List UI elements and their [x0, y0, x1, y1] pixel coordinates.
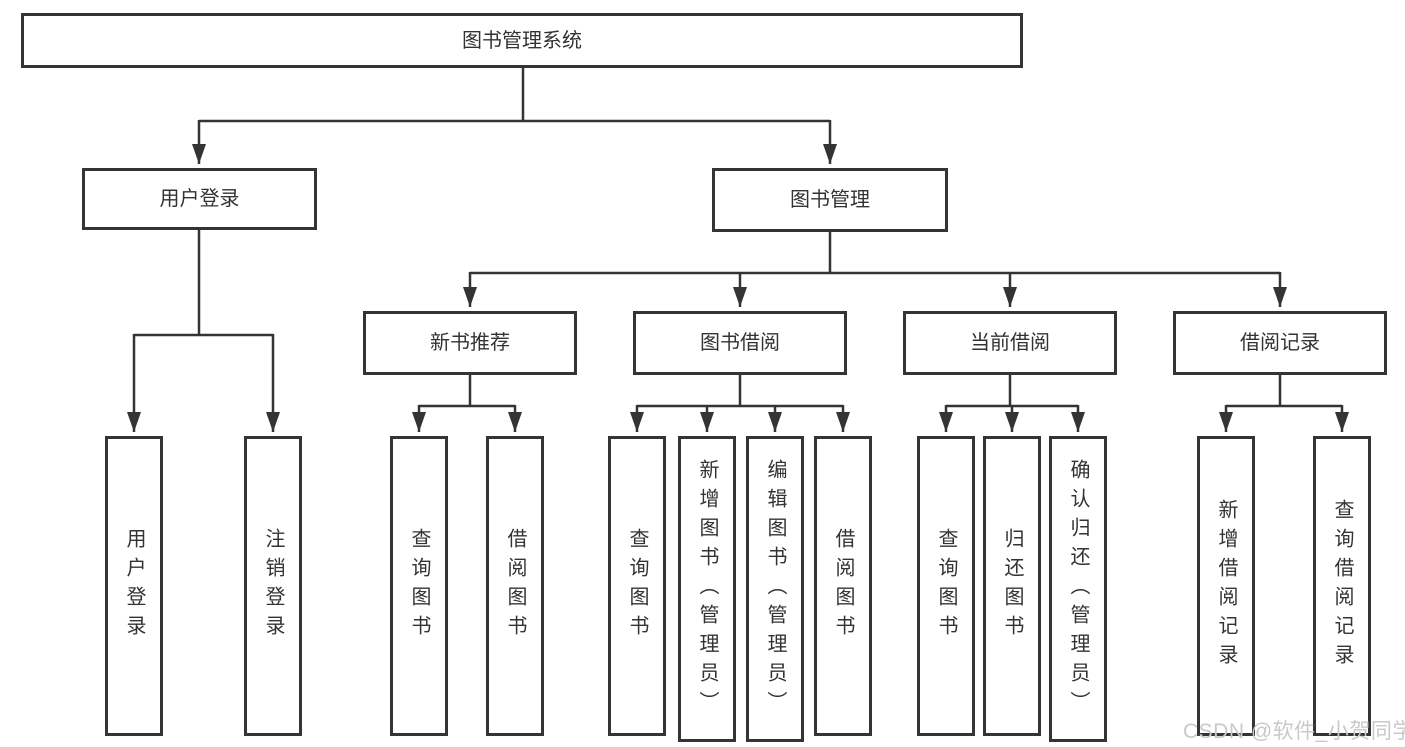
node-library-system: 图书管理系统 [21, 13, 1023, 68]
leaf-nbr-borrow-books: 借阅图书 [486, 436, 544, 736]
leaf-cb-return-books-label: 归还图书 [1001, 528, 1023, 644]
leaf-cb-query-books-label: 查询图书 [935, 528, 957, 644]
leaf-br-query-record-label: 查询借阅记录 [1331, 499, 1353, 673]
leaf-bb-query-books-label: 查询图书 [626, 528, 648, 644]
node-library-system-label: 图书管理系统 [462, 29, 582, 52]
node-new-book-recommend-label: 新书推荐 [430, 332, 510, 354]
leaf-br-query-record: 查询借阅记录 [1313, 436, 1371, 736]
leaf-logout-label: 注销登录 [262, 528, 284, 644]
leaf-br-add-record: 新增借阅记录 [1197, 436, 1255, 736]
node-user-login: 用户登录 [82, 168, 317, 230]
node-book-management-label: 图书管理 [790, 189, 870, 211]
leaf-user-login: 用户登录 [105, 436, 163, 736]
node-user-login-label: 用户登录 [159, 188, 240, 210]
leaf-bb-edit-books-admin: 编辑图书（管理员） [746, 436, 804, 742]
leaf-cb-return-books: 归还图书 [983, 436, 1041, 736]
node-book-management: 图书管理 [712, 168, 948, 232]
node-borrow-record-label: 借阅记录 [1240, 332, 1320, 354]
leaf-nbr-query-books: 查询图书 [390, 436, 448, 736]
leaf-nbr-query-books-label: 查询图书 [408, 528, 430, 644]
leaf-cb-query-books: 查询图书 [917, 436, 975, 736]
leaf-cb-confirm-return-admin: 确认归还（管理员） [1049, 436, 1107, 742]
leaf-bb-borrow-books: 借阅图书 [814, 436, 872, 736]
node-current-borrow-label: 当前借阅 [970, 332, 1050, 354]
node-borrow-record: 借阅记录 [1173, 311, 1387, 375]
leaf-cb-confirm-return-admin-label: 确认归还（管理员） [1067, 458, 1089, 720]
leaf-bb-edit-books-admin-label: 编辑图书（管理员） [764, 458, 786, 720]
leaf-user-login-label: 用户登录 [123, 528, 145, 644]
leaf-nbr-borrow-books-label: 借阅图书 [504, 528, 526, 644]
leaf-bb-query-books: 查询图书 [608, 436, 666, 736]
leaf-bb-add-books-admin-label: 新增图书（管理员） [696, 458, 718, 720]
watermark-text: CSDN @软件_小贺同学 [1183, 720, 1405, 743]
leaf-logout: 注销登录 [244, 436, 302, 736]
leaf-bb-borrow-books-label: 借阅图书 [832, 528, 854, 644]
leaf-bb-add-books-admin: 新增图书（管理员） [678, 436, 736, 742]
node-current-borrow: 当前借阅 [903, 311, 1117, 375]
node-new-book-recommend: 新书推荐 [363, 311, 577, 375]
node-book-borrow-label: 图书借阅 [700, 332, 780, 354]
node-book-borrow: 图书借阅 [633, 311, 847, 375]
leaf-br-add-record-label: 新增借阅记录 [1215, 499, 1237, 673]
